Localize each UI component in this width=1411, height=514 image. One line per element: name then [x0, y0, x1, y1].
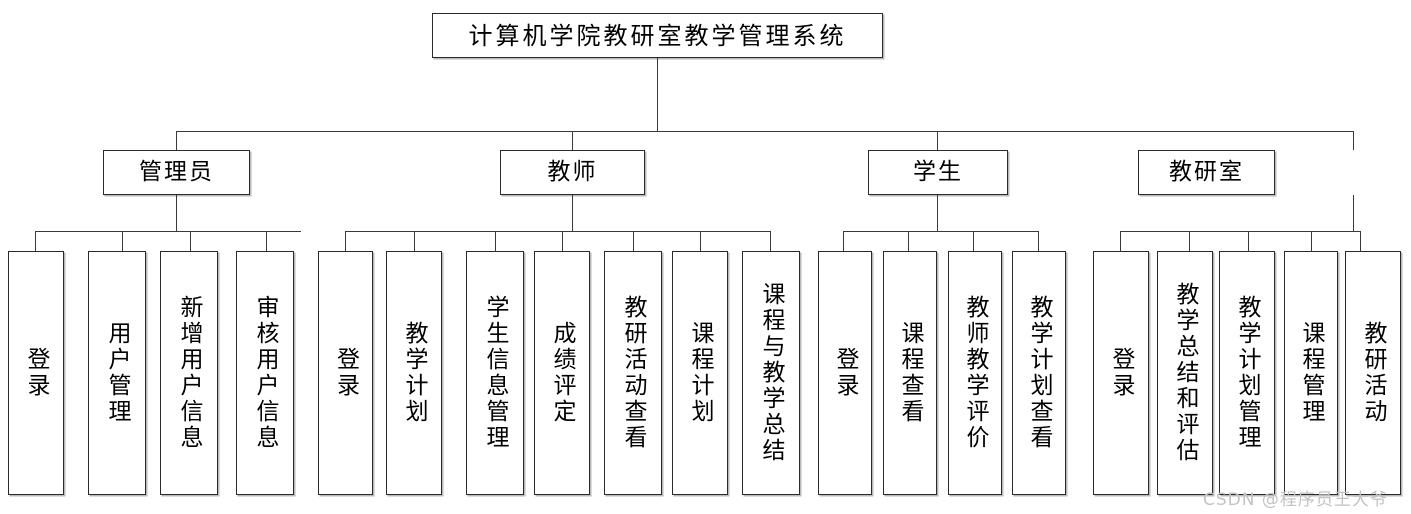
- connector-office-leaf-2: [1248, 231, 1249, 251]
- node-branch-teacher-label: 教师: [547, 159, 598, 185]
- node-leaf-label: 登录: [1107, 347, 1134, 399]
- connector-admin-leaf-3: [266, 231, 267, 251]
- connector-drop-student: [937, 131, 938, 150]
- node-leaf-label: 新增用户信息: [175, 295, 202, 451]
- connector-office-stem: [1353, 195, 1354, 231]
- connector-student-leaf-3: [1038, 231, 1039, 251]
- node-leaf-office-research-activity[interactable]: 教研活动: [1345, 251, 1401, 495]
- connector-teacher-leaf-1: [414, 231, 415, 251]
- node-leaf-label: 教研活动: [1359, 321, 1386, 425]
- connector-admin-stem: [176, 195, 177, 231]
- connector-admin-bus: [35, 231, 301, 232]
- connector-teacher-leaf-2: [495, 231, 496, 251]
- node-leaf-admin-audit-user-info[interactable]: 审核用户信息: [236, 251, 294, 495]
- connector-student-stem: [937, 195, 938, 231]
- csdn-watermark: CSDN @程序员王大爷: [1203, 490, 1388, 510]
- connector-office-leaf-1: [1189, 231, 1190, 251]
- node-leaf-student-course-view[interactable]: 课程查看: [883, 251, 937, 495]
- connector-student-leaf-0: [843, 231, 844, 251]
- connector-teacher-leaf-5: [700, 231, 701, 251]
- node-leaf-office-course-management[interactable]: 课程管理: [1284, 251, 1338, 495]
- node-leaf-label: 教研活动查看: [619, 295, 646, 451]
- connector-office-bus: [1120, 231, 1360, 232]
- node-leaf-teacher-grade-assessment[interactable]: 成绩评定: [534, 251, 590, 495]
- node-branch-teacher[interactable]: 教师: [500, 150, 645, 195]
- node-branch-student[interactable]: 学生: [868, 150, 1008, 195]
- node-leaf-label: 登录: [831, 347, 858, 399]
- node-leaf-office-teaching-summary-evaluation[interactable]: 教学总结和评估: [1157, 251, 1213, 495]
- node-branch-office[interactable]: 教研室: [1138, 150, 1275, 195]
- connector-teacher-leaf-4: [633, 231, 634, 251]
- connector-teacher-leaf-0: [345, 231, 346, 251]
- node-leaf-label: 成绩评定: [548, 321, 575, 425]
- node-leaf-office-login[interactable]: 登录: [1093, 251, 1149, 495]
- connector-admin-leaf-0: [35, 231, 36, 251]
- node-leaf-student-teacher-evaluation[interactable]: 教师教学评价: [948, 251, 1002, 495]
- node-leaf-label: 教学总结和评估: [1171, 282, 1198, 464]
- node-leaf-label: 教学计划: [400, 321, 427, 425]
- connector-drop-admin: [176, 131, 177, 150]
- node-leaf-label: 学生信息管理: [481, 295, 508, 451]
- node-branch-student-label: 学生: [913, 159, 963, 185]
- node-leaf-student-teaching-plan-view[interactable]: 教学计划查看: [1012, 251, 1066, 495]
- connector-admin-leaf-1: [122, 231, 123, 251]
- node-leaf-teacher-research-activity-view[interactable]: 教研活动查看: [604, 251, 662, 495]
- node-leaf-teacher-teaching-plan[interactable]: 教学计划: [386, 251, 442, 495]
- node-leaf-admin-login[interactable]: 登录: [8, 251, 64, 495]
- connector-teacher-leaf-6: [770, 231, 771, 251]
- node-leaf-label: 教学计划查看: [1025, 295, 1052, 451]
- connector-office-leaf-3: [1311, 231, 1312, 251]
- connector-student-leaf-1: [908, 231, 909, 251]
- node-leaf-label: 审核用户信息: [251, 295, 278, 451]
- connector-root-stem: [657, 58, 658, 131]
- connector-office-leaf-4: [1360, 231, 1361, 251]
- node-branch-admin-label: 管理员: [139, 159, 214, 185]
- node-leaf-label: 课程管理: [1297, 321, 1324, 425]
- node-leaf-admin-user-management[interactable]: 用户管理: [88, 251, 146, 495]
- node-leaf-label: 课程计划: [686, 321, 713, 425]
- connector-office-leaf-0: [1120, 231, 1121, 251]
- node-leaf-student-login[interactable]: 登录: [818, 251, 872, 495]
- node-branch-admin[interactable]: 管理员: [103, 150, 250, 195]
- node-leaf-office-teaching-plan-management[interactable]: 教学计划管理: [1219, 251, 1275, 495]
- connector-teacher-leaf-3: [562, 231, 563, 251]
- connector-teacher-stem: [572, 195, 573, 231]
- node-leaf-teacher-course-plan[interactable]: 课程计划: [672, 251, 728, 495]
- connector-drop-office: [1353, 131, 1354, 150]
- node-leaf-label: 登录: [22, 347, 49, 399]
- node-leaf-label: 课程查看: [896, 321, 923, 425]
- connector-drop-teacher: [572, 131, 573, 150]
- node-leaf-teacher-course-teaching-summary[interactable]: 课程与教学总结: [742, 251, 800, 495]
- connector-level2-bus: [176, 131, 1353, 132]
- connector-teacher-bus: [345, 231, 770, 232]
- connector-student-leaf-2: [973, 231, 974, 251]
- node-leaf-label: 用户管理: [103, 321, 130, 425]
- node-leaf-teacher-login[interactable]: 登录: [318, 251, 373, 495]
- node-leaf-label: 教师教学评价: [961, 295, 988, 451]
- connector-student-bus: [843, 231, 1038, 232]
- node-root-label: 计算机学院教研室教学管理系统: [468, 21, 847, 50]
- node-leaf-teacher-student-info-management[interactable]: 学生信息管理: [466, 251, 524, 495]
- node-root[interactable]: 计算机学院教研室教学管理系统: [432, 13, 883, 58]
- connector-admin-leaf-2: [190, 231, 191, 251]
- node-leaf-label: 登录: [332, 347, 359, 399]
- node-leaf-label: 教学计划管理: [1233, 295, 1260, 451]
- node-leaf-admin-add-user-info[interactable]: 新增用户信息: [160, 251, 218, 495]
- node-branch-office-label: 教研室: [1169, 159, 1244, 185]
- node-leaf-label: 课程与教学总结: [757, 282, 784, 464]
